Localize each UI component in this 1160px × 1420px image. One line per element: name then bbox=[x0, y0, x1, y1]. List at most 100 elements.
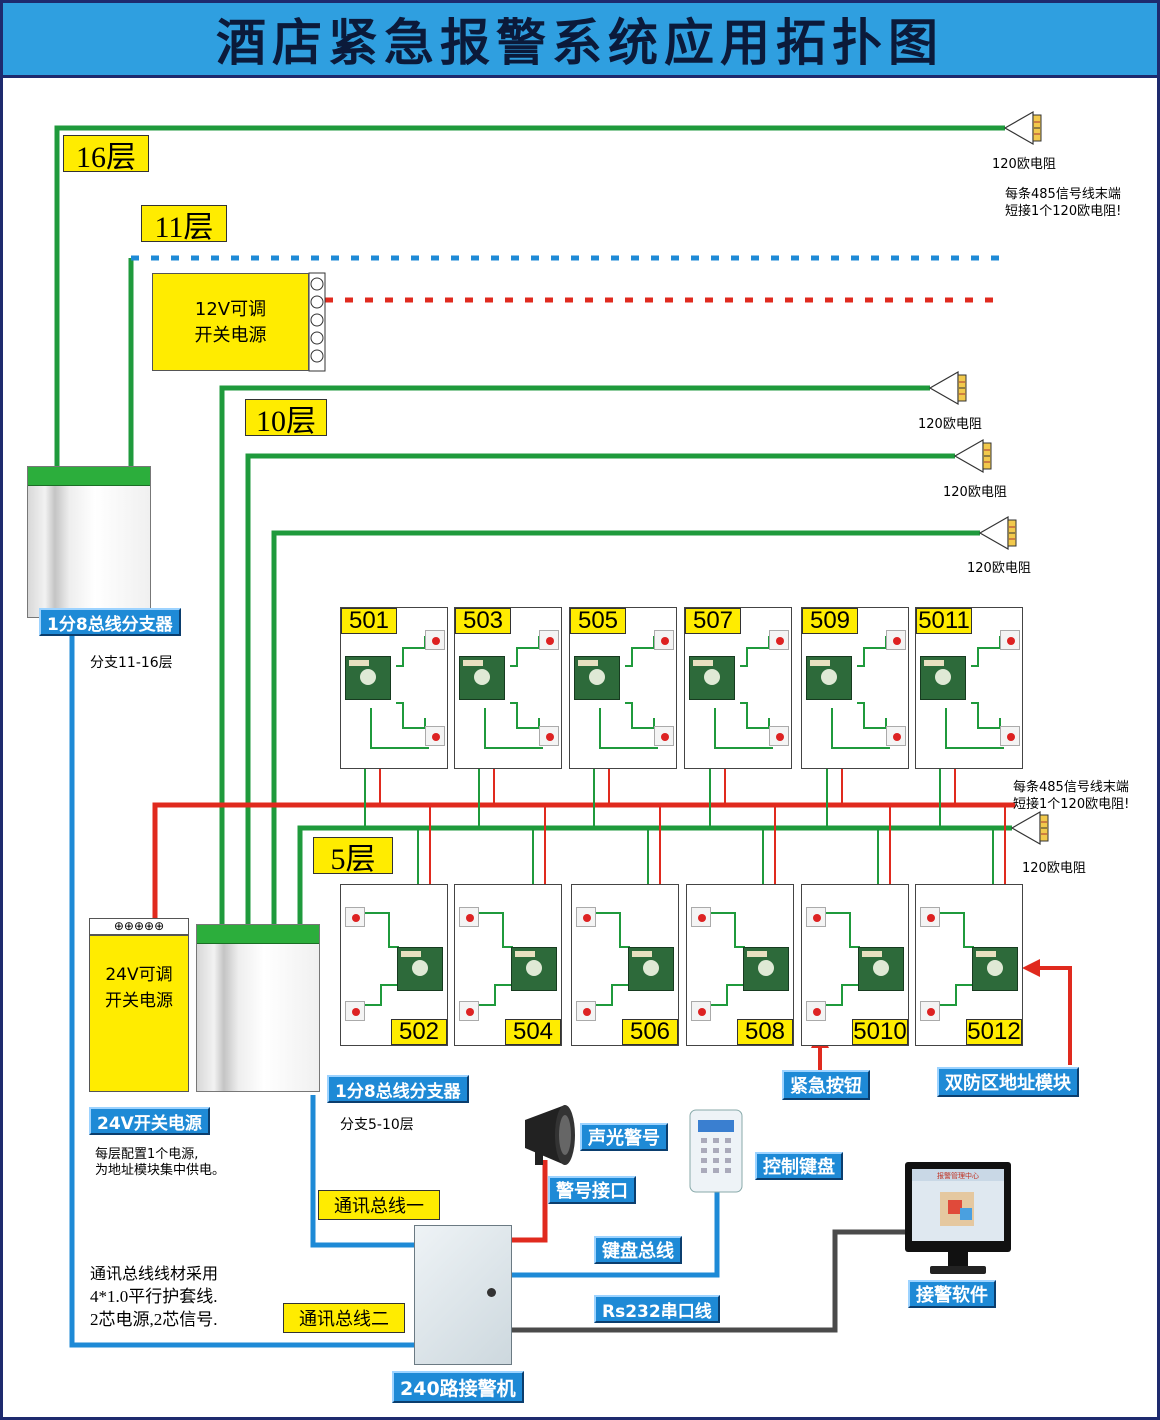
resistor-icon bbox=[978, 515, 1017, 551]
address-module bbox=[920, 656, 966, 700]
room-number: 508 bbox=[737, 1018, 793, 1045]
emergency-button-icon bbox=[920, 1001, 940, 1021]
resistor-note-mid-2: 短接1个120欧电阻! bbox=[1013, 797, 1130, 812]
psu-24v-line1: 24V可调 bbox=[105, 965, 173, 985]
room-internal-wiring bbox=[365, 912, 399, 1006]
comm-bus-1-label: 通讯总线一 bbox=[318, 1190, 440, 1220]
floor-label-11: 11层 bbox=[141, 205, 227, 244]
software-label: 接警软件 bbox=[908, 1280, 996, 1308]
psu-12v-line1: 12V可调 bbox=[194, 299, 267, 320]
address-module bbox=[511, 947, 557, 991]
siren-label: 声光警号 bbox=[580, 1123, 668, 1151]
room-508: 508 bbox=[686, 884, 794, 1046]
splitter-1-label: 1分8总线分支器 bbox=[39, 608, 181, 636]
rs232-label: Rs232串口线 bbox=[594, 1295, 720, 1323]
address-module bbox=[345, 656, 391, 700]
psu-12v bbox=[152, 273, 309, 371]
module-terminal bbox=[976, 951, 996, 957]
module-chip bbox=[360, 669, 376, 685]
module-chip bbox=[704, 669, 720, 685]
module-terminal bbox=[810, 660, 830, 666]
module-chip bbox=[821, 669, 837, 685]
room-number: 5012 bbox=[966, 1018, 1022, 1045]
room-5011: 5011 bbox=[915, 607, 1023, 769]
siren-port-label: 警号接口 bbox=[548, 1176, 636, 1204]
module-chip bbox=[643, 960, 659, 976]
module-chip bbox=[758, 960, 774, 976]
psu-24v-terminals: ⊕⊕⊕⊕⊕ bbox=[89, 918, 189, 935]
floor-label-5: 5层 bbox=[313, 837, 393, 876]
resistor-icon bbox=[928, 370, 967, 406]
splitter-2-sub: 分支5-10层 bbox=[340, 1117, 414, 1133]
address-module bbox=[628, 947, 674, 991]
emergency-button-icon bbox=[539, 726, 559, 746]
emergency-button-icon bbox=[691, 1001, 711, 1021]
resistor-label-16f: 120欧电阻 bbox=[992, 157, 1056, 172]
emergency-button-icon bbox=[1000, 630, 1020, 650]
emergency-button-icon bbox=[576, 1001, 596, 1021]
lock-icon bbox=[487, 1288, 496, 1297]
room-507: 507 bbox=[684, 607, 792, 769]
screen-title: 报警管理中心 bbox=[937, 1172, 979, 1180]
splitter-2-label: 1分8总线分支器 bbox=[327, 1075, 469, 1103]
cable-note-3: 2芯电源,2芯信号. bbox=[90, 1310, 218, 1329]
emergency-button-icon bbox=[886, 726, 906, 746]
resistor-note-top-2: 短接1个120欧电阻! bbox=[1005, 204, 1122, 219]
address-module bbox=[858, 947, 904, 991]
psu-24v bbox=[89, 935, 189, 1092]
psu-24v-note-2: 为地址模块集中供电。 bbox=[95, 1163, 226, 1178]
emergency-button-icon bbox=[539, 630, 559, 650]
floor-label-10: 10层 bbox=[245, 399, 327, 438]
wire-comm-bus bbox=[69, 635, 905, 1348]
keypad-label: 控制键盘 bbox=[755, 1152, 843, 1180]
module-chip bbox=[987, 960, 1003, 976]
room-number: 5010 bbox=[852, 1018, 908, 1045]
address-module bbox=[743, 947, 789, 991]
wire-16f bbox=[54, 125, 1005, 470]
module-terminal bbox=[693, 660, 713, 666]
emergency-button-icon bbox=[654, 726, 674, 746]
cable-note-2: 4*1.0平行护套线. bbox=[90, 1287, 218, 1306]
module-terminal bbox=[578, 660, 598, 666]
module-terminal bbox=[515, 951, 535, 957]
room-number: 509 bbox=[802, 607, 858, 634]
address-module bbox=[806, 656, 852, 700]
module-terminal bbox=[463, 660, 483, 666]
room-505: 505 bbox=[569, 607, 677, 769]
room-504: 504 bbox=[454, 884, 562, 1046]
wire-floors-6-10 bbox=[219, 385, 1012, 930]
psu-24v-note-1: 每层配置1个电源, bbox=[95, 1147, 199, 1162]
module-terminal bbox=[349, 660, 369, 666]
room-number: 505 bbox=[570, 607, 626, 634]
psu-24v-text: 24V可调 开关电源 bbox=[89, 962, 189, 1014]
room-internal-wiring bbox=[479, 912, 513, 1006]
module-chip bbox=[935, 669, 951, 685]
splitter-terminal-block bbox=[197, 925, 319, 944]
room-number: 502 bbox=[391, 1018, 447, 1045]
bus-splitter-2 bbox=[196, 924, 320, 1092]
emergency-button-icon bbox=[576, 907, 596, 927]
module-terminal bbox=[401, 951, 421, 957]
emergency-button-icon bbox=[345, 907, 365, 927]
splitter-terminal-block bbox=[28, 467, 150, 486]
emergency-button-icon bbox=[459, 1001, 479, 1021]
wire-11f bbox=[128, 255, 1005, 470]
room-509: 509 bbox=[801, 607, 909, 769]
room-501: 501 bbox=[340, 607, 448, 769]
resistor-note-top-1: 每条485信号线末端 bbox=[1005, 187, 1121, 202]
psu-12v-line2: 开关电源 bbox=[194, 325, 267, 346]
emergency-button-icon bbox=[886, 630, 906, 650]
room-number: 503 bbox=[455, 607, 511, 634]
module-chip bbox=[873, 960, 889, 976]
room-number: 507 bbox=[685, 607, 741, 634]
module-chip bbox=[474, 669, 490, 685]
emergency-button-icon bbox=[806, 907, 826, 927]
resistor-label-5f: 120欧电阻 bbox=[1022, 861, 1086, 876]
room-5012: 5012 bbox=[915, 884, 1023, 1046]
room-502: 502 bbox=[340, 884, 448, 1046]
room-5010: 5010 bbox=[801, 884, 909, 1046]
alarm-host-panel bbox=[414, 1225, 512, 1365]
emergency-button-icon bbox=[654, 630, 674, 650]
emergency-button-icon bbox=[425, 630, 445, 650]
